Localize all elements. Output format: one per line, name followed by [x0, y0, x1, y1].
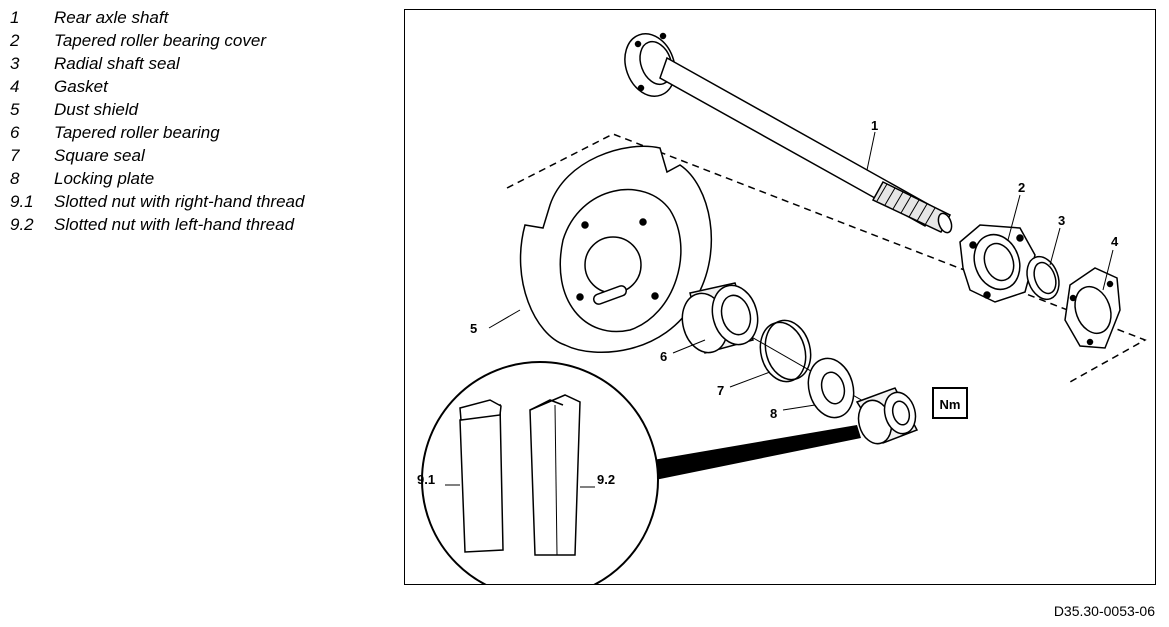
torque-symbol: Nm: [932, 387, 968, 419]
legend-label: Square seal: [54, 146, 145, 165]
legend-item: 9.1 Slotted nut with right-hand thread: [10, 190, 304, 213]
nut-detail-circle: [421, 361, 659, 584]
dust-shield: [519, 145, 713, 354]
legend-label: Slotted nut with right-hand thread: [54, 192, 305, 211]
square-seal: [759, 319, 812, 383]
legend-item: 9.2 Slotted nut with left-hand thread: [10, 213, 304, 236]
locking-plate: [807, 357, 855, 419]
legend-number: 7: [10, 146, 20, 165]
legend-label: Dust shield: [54, 100, 139, 119]
legend-label: Tapered roller bearing cover: [54, 31, 266, 50]
callout-6: 6: [660, 349, 667, 364]
callout-leaders: [488, 131, 1114, 411]
legend-item: 2 Tapered roller bearing cover: [10, 29, 304, 52]
legend-number: 4: [10, 77, 20, 96]
exploded-view-drawing: Nm 1 2 3 4: [417, 32, 1147, 584]
legend-number: 8: [10, 169, 20, 188]
callout-8: 8: [770, 406, 777, 421]
legend-label: Slotted nut with left-hand thread: [54, 215, 295, 234]
legend-item: 4 Gasket: [10, 75, 304, 98]
legend-number: 1: [10, 8, 20, 27]
legend-label: Locking plate: [54, 169, 155, 188]
legend-item: 6 Tapered roller bearing: [10, 121, 304, 144]
legend-label: Rear axle shaft: [54, 8, 169, 27]
legend-label: Tapered roller bearing: [54, 123, 220, 142]
callout-5: 5: [470, 321, 477, 336]
legend-number: 3: [10, 54, 20, 73]
callout-2: 2: [1018, 180, 1025, 195]
callout-7: 7: [717, 383, 724, 398]
legend-number: 6: [10, 123, 20, 142]
legend-number: 9.1: [10, 192, 34, 211]
callout-3: 3: [1058, 213, 1065, 228]
callout-labels: 1 2 3 4 5 6 7 8 9.1 9.2: [417, 118, 1119, 487]
legend-item: 8 Locking plate: [10, 167, 304, 190]
slotted-nut: [855, 387, 919, 445]
torque-symbol-text: Nm: [940, 397, 961, 412]
assembly-axis-line: [506, 133, 1147, 383]
legend-number: 9.2: [10, 215, 34, 234]
gasket: [1064, 267, 1121, 349]
legend-item: 5 Dust shield: [10, 98, 304, 121]
legend-label: Gasket: [54, 77, 108, 96]
legend-number: 5: [10, 100, 20, 119]
bearing-cover: [959, 224, 1036, 303]
legend-item: 3 Radial shaft seal: [10, 52, 304, 75]
callout-4: 4: [1111, 234, 1119, 249]
diagram-frame: Nm 1 2 3 4: [404, 9, 1156, 585]
radial-shaft-seal: [1026, 255, 1060, 301]
callout-9-1: 9.1: [417, 472, 435, 487]
callout-1: 1: [871, 118, 878, 133]
magnifier-wedge: [653, 425, 861, 480]
legend-number: 2: [10, 31, 20, 50]
tapered-roller-bearing: [681, 282, 759, 354]
rear-axle-shaft: [624, 32, 953, 234]
legend-item: 7 Square seal: [10, 144, 304, 167]
legend-label: Radial shaft seal: [54, 54, 180, 73]
document-id: D35.30-0053-06: [1053, 603, 1155, 619]
callout-9-2: 9.2: [597, 472, 615, 487]
legend-item: 1 Rear axle shaft: [10, 6, 304, 29]
